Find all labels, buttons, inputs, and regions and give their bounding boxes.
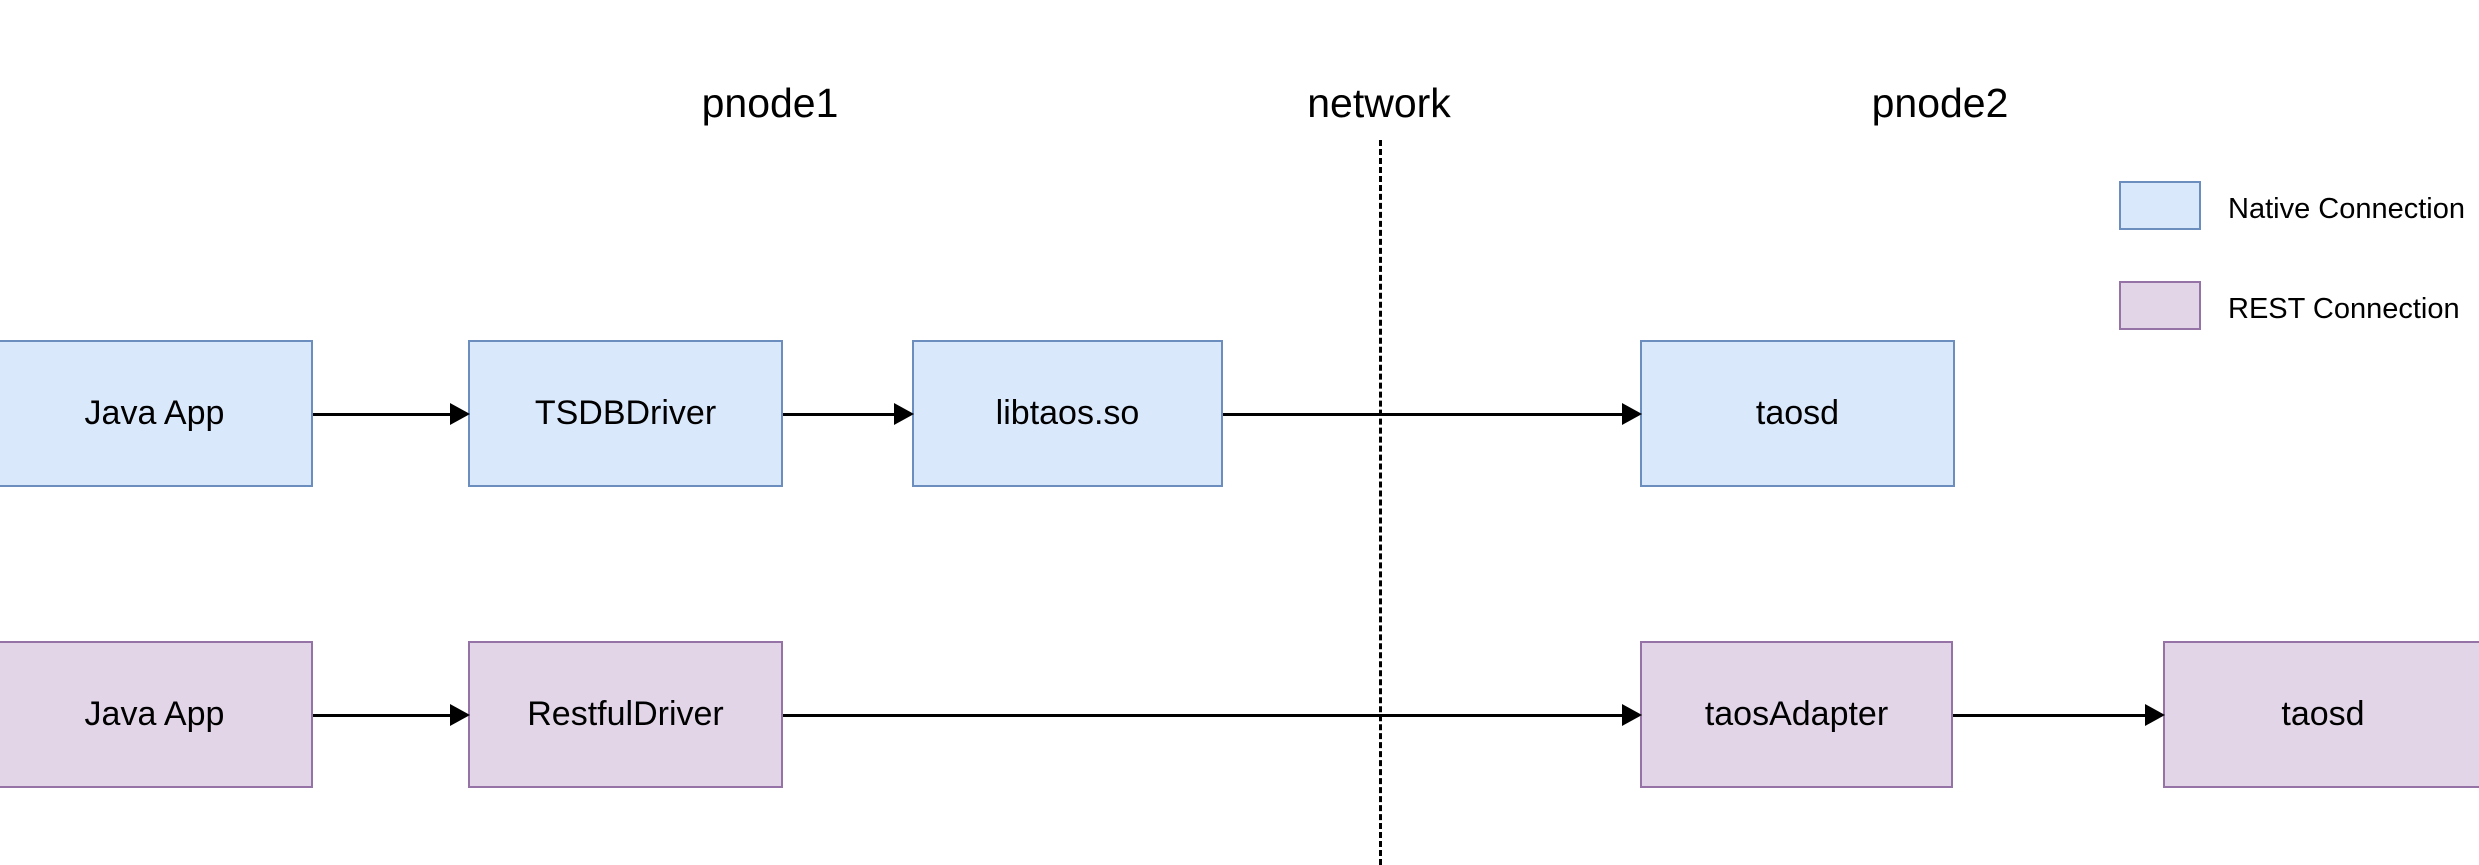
node-java-app-rest[interactable]: Java App	[0, 641, 313, 788]
arrowhead-tsdbdriver	[450, 403, 470, 425]
arrowhead-taosadapter	[1622, 704, 1642, 726]
node-taosd-rest[interactable]: taosd	[2163, 641, 2479, 788]
node-tsdbdriver[interactable]: TSDBDriver	[468, 340, 783, 487]
arrowhead-taosd-native	[1622, 403, 1642, 425]
node-taosadapter[interactable]: taosAdapter	[1640, 641, 1953, 788]
legend-label-rest: REST Connection	[2228, 293, 2460, 325]
node-label: taosd	[2281, 694, 2365, 733]
node-label: RestfulDriver	[527, 694, 724, 733]
legend-swatch-native	[2119, 181, 2201, 230]
arrowhead-restfuldriver	[450, 704, 470, 726]
zone-label-pnode1: pnode1	[701, 80, 839, 126]
node-libtaos-so[interactable]: libtaos.so	[912, 340, 1223, 487]
node-taosd-native[interactable]: taosd	[1640, 340, 1955, 487]
edge-tsdbdriver-to-libtaos	[783, 413, 894, 416]
node-restfuldriver[interactable]: RestfulDriver	[468, 641, 783, 788]
edge-restfuldriver-to-taosadapter	[783, 714, 1622, 717]
node-label: taosAdapter	[1704, 694, 1889, 733]
edge-taosadapter-to-taosd	[1953, 714, 2145, 717]
node-label: Java App	[84, 694, 225, 733]
node-java-app-native[interactable]: Java App	[0, 340, 313, 487]
arrowhead-libtaos	[894, 403, 914, 425]
node-label: libtaos.so	[995, 393, 1140, 432]
network-divider-line	[1379, 140, 1382, 865]
edge-javaapp-to-tsdbdriver	[313, 413, 450, 416]
arrowhead-taosd-rest	[2145, 704, 2165, 726]
node-label: taosd	[1755, 393, 1840, 432]
zone-label-network: network	[1307, 80, 1451, 126]
node-label: Java App	[84, 393, 225, 432]
edge-javaapp-to-restfuldriver	[313, 714, 450, 717]
edge-libtaos-to-taosd	[1223, 413, 1622, 416]
zone-label-pnode2: pnode2	[1871, 80, 2009, 126]
legend-label-native: Native Connection	[2228, 193, 2465, 225]
legend-swatch-rest	[2119, 281, 2201, 330]
node-label: TSDBDriver	[534, 393, 717, 432]
